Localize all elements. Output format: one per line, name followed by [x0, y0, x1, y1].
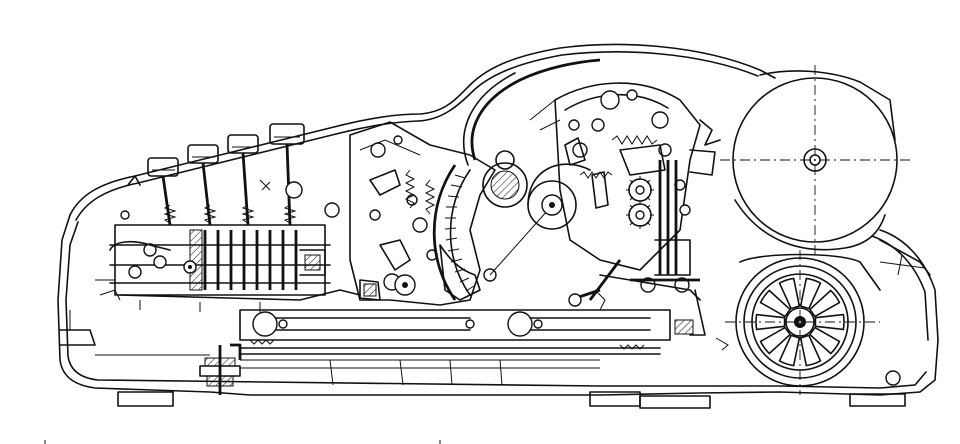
fan-blade: [799, 334, 822, 367]
paper-roll: [720, 65, 910, 255]
fan-blade: [799, 277, 822, 310]
key-2: [187, 144, 219, 164]
key-springs: [163, 204, 297, 224]
fan-blade: [759, 326, 791, 355]
fan-blade: [755, 313, 786, 331]
key-row: [147, 123, 305, 226]
type-sector: [432, 164, 549, 301]
gear-lower: [626, 201, 654, 229]
fan-blade: [778, 277, 801, 310]
fan-blade: [778, 334, 801, 367]
motor-fan: [725, 239, 931, 395]
small-gears: [626, 176, 691, 229]
bottom-gear-stack: [199, 345, 241, 395]
fan-blade: [814, 313, 845, 331]
fan-blade: [759, 289, 791, 318]
fan-blades: [755, 277, 845, 367]
key-3: [227, 134, 259, 154]
lower-carriage-rails: [230, 309, 694, 360]
misc-details: [44, 175, 729, 444]
fan-blade: [809, 289, 841, 318]
print-platen: [463, 58, 601, 208]
lower-linkage: [568, 259, 706, 336]
central-drum: [527, 163, 591, 230]
right-frame-stack: [654, 119, 721, 276]
central-side-plate: [349, 121, 496, 306]
keyboard-mechanism: [95, 181, 361, 312]
upper-gear-housing: [554, 82, 701, 271]
fan-blade: [809, 326, 841, 355]
gear-upper: [626, 176, 654, 204]
